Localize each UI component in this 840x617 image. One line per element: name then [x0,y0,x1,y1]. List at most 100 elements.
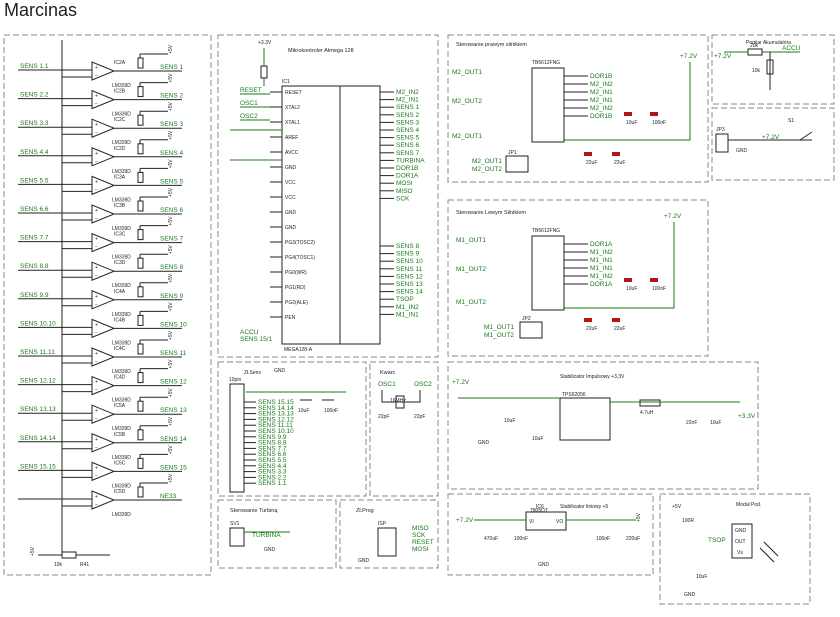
left-conn-pin-1: M1_OUT1 [484,324,514,331]
sensor-in-label: SENS 2.2 [20,92,49,99]
linear-gnd: GND [538,562,550,568]
power-meter-section [711,34,835,105]
motor-net: M2_IN1 [590,89,613,96]
mcu-name: IC1 [282,79,290,85]
switch-gnd: GND [736,148,748,154]
mcu-body-right [339,85,381,345]
comparator-minus: − [95,388,98,394]
isp-conn [377,527,397,557]
tsop-pin-1: GND [735,528,747,534]
isp-gnd: GND [358,558,370,564]
comparator-part: LM339D [112,169,131,175]
mcu-pin-label: PG3(TOSC2) [285,240,315,246]
comparator-part: LM339D [112,512,131,518]
comparator-part: LM339D [112,483,131,489]
motor-net: M1_IN1 [590,257,613,264]
sensor-in-label: SENS 6.6 [20,206,49,213]
jp3-name: JP3 [716,127,725,133]
ir-module: GND OUT Vs TSOP 10uF 100R +5V GND [672,504,779,598]
pullup-vcc: +5V [168,216,174,226]
left-out-2: M1_OUT2 [456,266,486,273]
capacitor [584,152,592,156]
switch-name: S1 [788,118,794,124]
conn-net: SENS 3.3 [258,469,287,476]
comparator [91,118,116,138]
mcu-pin-label: RESET [285,90,302,96]
sensor-out-label: SENS 3 [160,121,184,128]
capacitor [612,318,620,322]
ir-gnd: GND [684,592,696,598]
comparator-chip: IC4D [114,375,126,381]
pullup-resistor [137,57,144,69]
comparator-chip: IC2A [114,60,126,66]
pullup-vcc: +5V [168,244,174,254]
comparator-chip: IC5B [114,432,126,438]
mcu: IC1 MEGA128-A +3.3V RESETXTAL2XTAL1AREFA… [230,40,425,353]
motor-net: M2_IN1 [590,97,613,104]
conn-net: SENS 14.14 [258,405,294,412]
accu-r1 [747,48,763,56]
conn-net: SENS 15.15 [258,399,294,406]
sensor-conn-body [229,383,245,493]
pot-value: 10k [54,562,63,568]
isp-net-1: MISO [412,525,429,532]
accu-net: ACCU [782,45,801,52]
pot-vcc: +5V [30,546,36,556]
comparator-minus: − [95,416,98,422]
left-conn-pin-2: M1_OUT2 [484,332,514,339]
osc1: OSC1 [378,381,396,388]
inductor [639,399,661,407]
right-vcc-wire [564,62,691,141]
sensor-in-label: SENS 3.3 [20,120,49,127]
comparator-plus: + [95,294,98,300]
conn-net: SENS 12.12 [258,416,294,423]
comparator-plus: + [95,94,98,100]
pullup-vcc: +5V [168,302,174,312]
conn-net: SENS 1.1 [258,480,287,487]
sensor-in-label: SENS 7.7 [20,235,49,242]
conn-net: SENS 8.8 [258,440,287,447]
motor-net: M1_IN2 [590,249,613,256]
comparator [91,433,116,453]
ir-net: TSOP [708,537,726,544]
motor-net: DOR1B [590,73,612,80]
linear-vout: +5V [636,512,642,522]
comparator-plus: + [95,494,98,500]
linear-cap2: 100nF [514,536,528,542]
conn-net: SENS 10.10 [258,428,294,435]
right-out-3: M2_OUT1 [452,133,482,140]
left-motor-section [447,199,709,357]
mcu-pin-label: AVCC [285,150,299,156]
motor-net: M2_IN2 [590,81,613,88]
accu-r1-val: 20k [750,43,759,49]
jp3 [715,133,729,153]
turbine-conn-name: SV1 [230,521,240,527]
pullup-vcc: +5V [168,101,174,111]
motor-net: DOR1B [590,113,612,120]
micro-section [217,34,439,358]
mcu-right-net: SENS 12 [396,273,423,280]
sensor-out-label: SENS 11 [160,350,187,357]
left-vcc-wire [564,222,675,309]
comparator-part: LM339D [112,140,131,146]
pullup-resistor [137,200,144,212]
isp-name: ISP [378,521,387,527]
turbine-net: TURBINA [252,532,281,539]
mcu-right-net: TURBINA [396,157,425,164]
mcu-pin-label: XTAL1 [285,120,300,126]
sensor-conn-cap2: 100nF [324,408,338,414]
capacitor-value: 22uF [614,326,625,332]
mcu-right-net: SENS 10 [396,258,423,265]
sensor-out-label: SENS 6 [160,207,184,214]
comparator [91,318,116,339]
pullup-resistor [137,114,144,126]
motor-net: M1_IN1 [590,265,613,272]
sensor-in-label: SENS 5.5 [20,177,49,184]
